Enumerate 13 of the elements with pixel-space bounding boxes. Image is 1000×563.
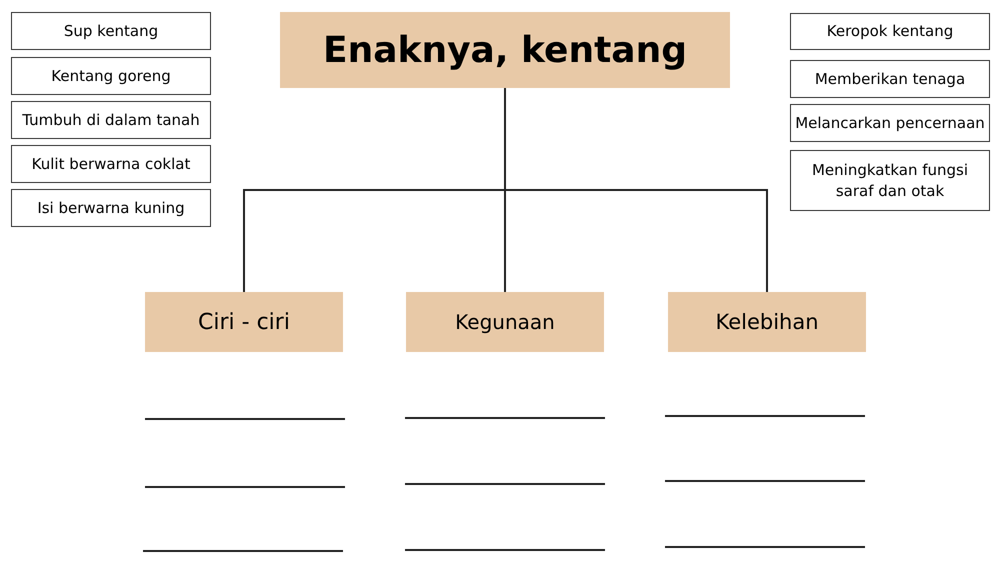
word-card: Kentang goreng bbox=[11, 57, 211, 95]
word-card: Meningkatkan fungsi saraf dan otak bbox=[790, 150, 990, 211]
category-box: Kelebihan bbox=[668, 292, 866, 352]
word-card: Melancarkan pencernaan bbox=[790, 104, 990, 142]
word-card: Memberikan tenaga bbox=[790, 60, 990, 98]
word-card: Kulit berwarna coklat bbox=[11, 145, 211, 183]
word-card: Isi berwarna kuning bbox=[11, 189, 211, 227]
word-card: Tumbuh di dalam tanah bbox=[11, 101, 211, 139]
category-box: Ciri - ciri bbox=[145, 292, 343, 352]
word-card: Keropok kentang bbox=[790, 13, 990, 50]
title-box: Enaknya, kentang bbox=[280, 12, 730, 88]
category-box: Kegunaan bbox=[406, 292, 604, 352]
word-card: Sup kentang bbox=[11, 12, 211, 50]
